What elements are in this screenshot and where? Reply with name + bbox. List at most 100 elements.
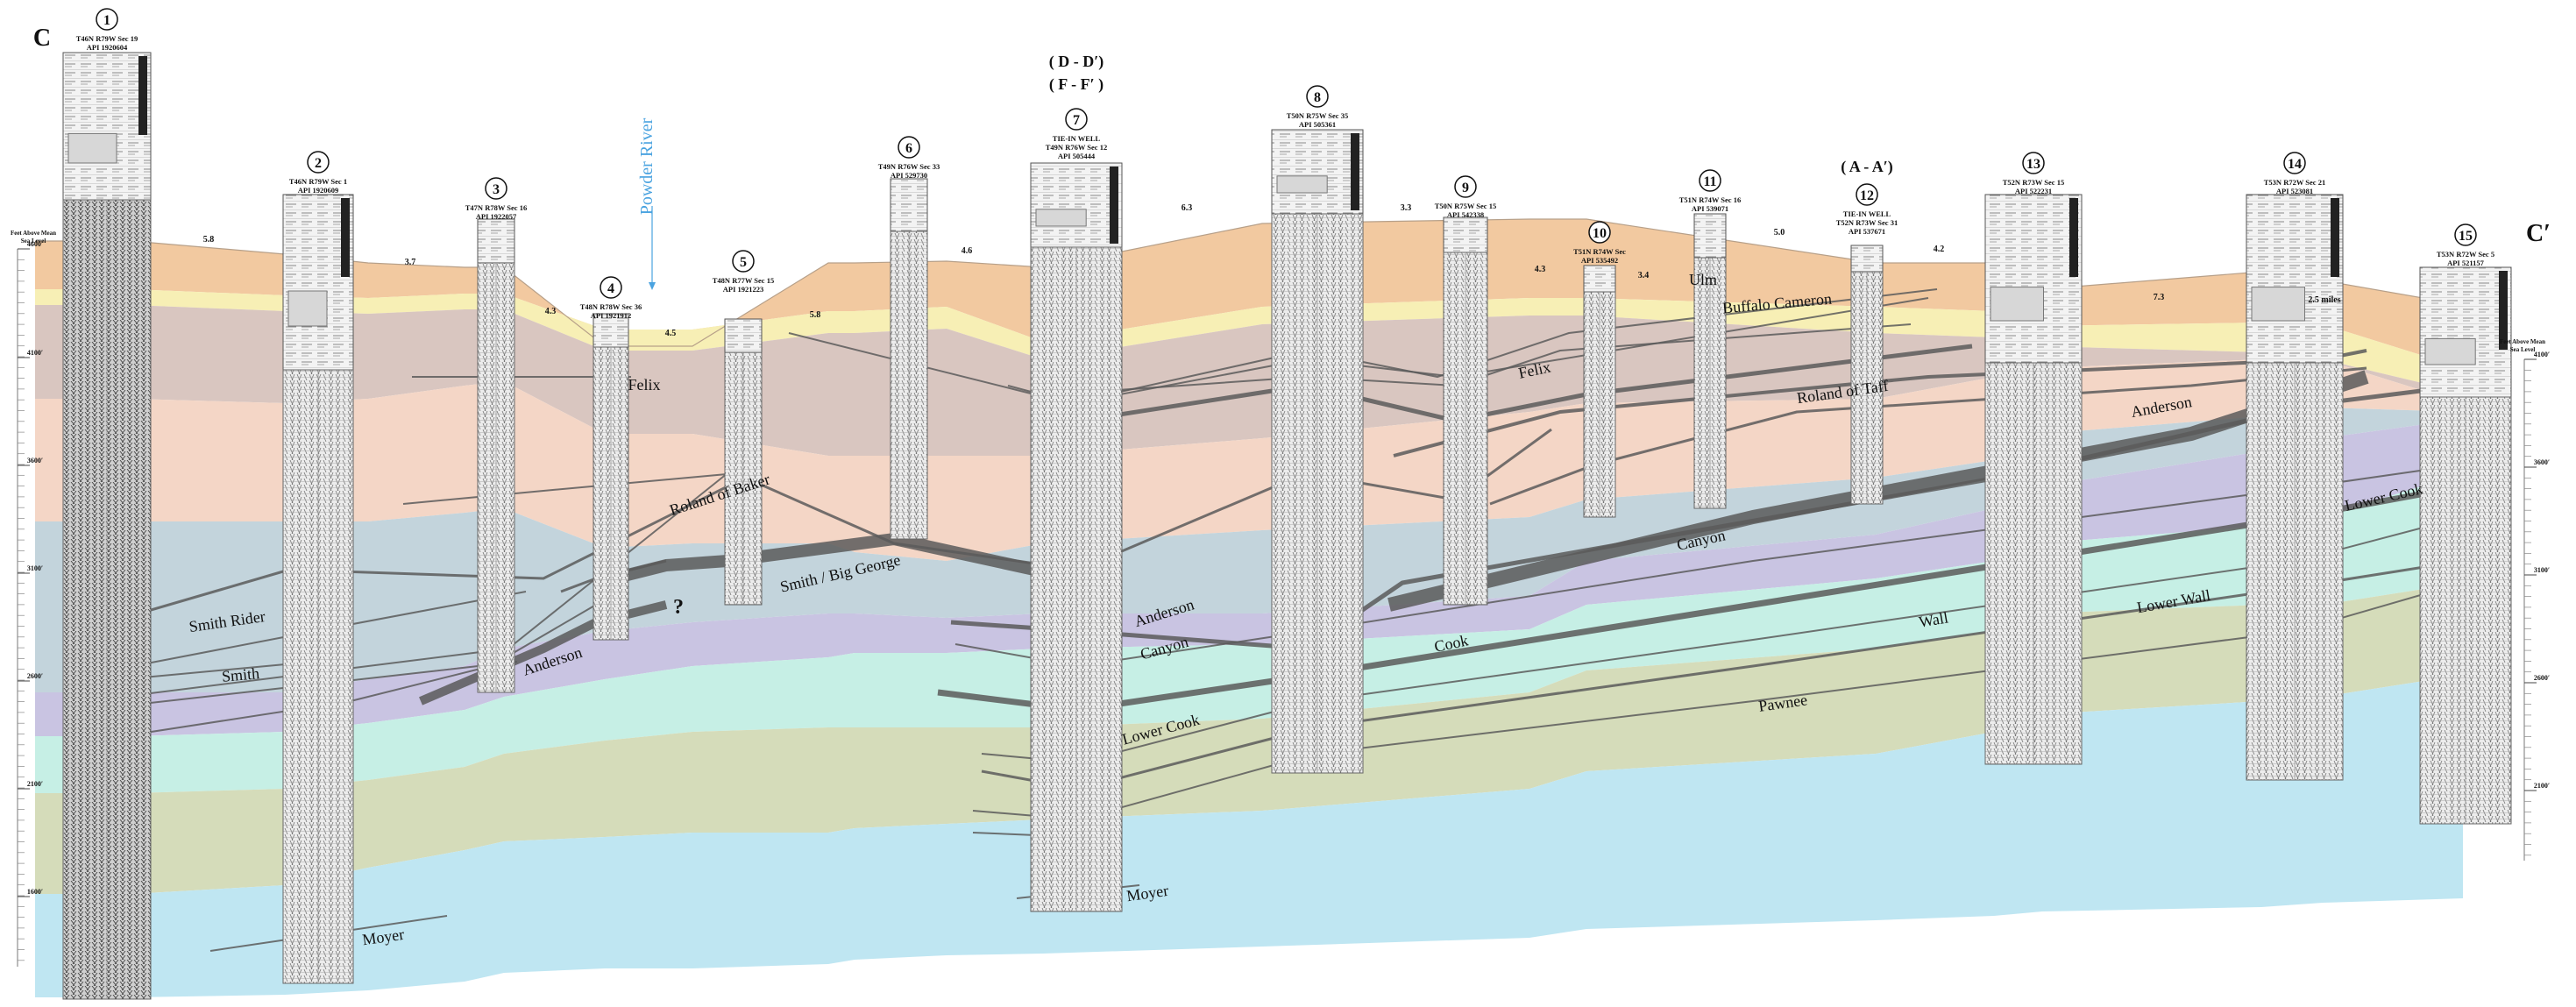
left-depth-scale-title: Feet Above Mean <box>11 230 56 237</box>
well-distance: 3.3 <box>1401 203 1412 213</box>
well-header-block <box>1271 129 1364 215</box>
well-header-table <box>67 132 117 164</box>
well-header-block <box>1850 245 1884 273</box>
well-distance: 4.6 <box>962 246 973 256</box>
well-header-block <box>724 318 763 353</box>
well-header-block <box>1984 194 2083 364</box>
well-api: API 1920609 <box>298 186 339 195</box>
band-band_lavender <box>35 419 2463 736</box>
well-header-strip <box>138 56 147 135</box>
well-header-table <box>1035 209 1087 227</box>
well-distance: 7.3 <box>2154 293 2165 302</box>
well-number: 2 <box>315 156 322 171</box>
well-header-block <box>1030 162 1123 248</box>
coal-seam-label: Ulm <box>1689 271 1717 288</box>
well-number: 6 <box>905 141 912 156</box>
well-number: 1 <box>103 13 110 28</box>
left-depth-scale-tick-label: 2600′ <box>27 672 43 680</box>
well-header-table <box>1990 287 2044 322</box>
powder-river-label: Powder River <box>637 117 656 215</box>
well-location: T53N R72W Sec 5 <box>2437 250 2494 259</box>
section-label-end: C′ <box>2526 220 2551 247</box>
well-location: T46N R79W Sec 19 <box>76 34 138 43</box>
well-api: API 539071 <box>1692 204 1728 213</box>
well-location: T49N R76W Sec 33 <box>878 162 940 171</box>
well-number-circle <box>96 8 118 31</box>
well-number-circle <box>1588 221 1611 244</box>
well-tie-in-label: TIE-IN WELL <box>1843 209 1891 218</box>
coal-seam-2 <box>402 472 737 505</box>
tie-in-section-label: ( F - F′ ) <box>1049 75 1103 94</box>
well-api: API 1921223 <box>723 285 764 294</box>
left-depth-scale-title: Sea Level <box>21 238 46 245</box>
well-number-circle <box>485 177 507 200</box>
right-depth-scale-title: Sea Level <box>2510 346 2536 353</box>
well-header-strip <box>2069 198 2078 277</box>
well-number-circle <box>1454 175 1477 198</box>
right-depth-scale-tick-label: 4100′ <box>2534 351 2550 358</box>
section-label-start: C <box>33 25 51 52</box>
well-api: API 505444 <box>1058 152 1096 160</box>
well-number: 9 <box>1462 181 1469 195</box>
well-number-circle <box>1306 85 1329 108</box>
well-api: API 535492 <box>1581 256 1618 265</box>
band-band_olive <box>35 583 2463 894</box>
well-location: T51N R74W Sec <box>1573 247 1626 256</box>
well-header-block <box>282 194 354 371</box>
well-header-block <box>1443 216 1488 253</box>
left-depth-scale-tick-label: 1600′ <box>27 888 43 896</box>
stratigraphic-bands <box>35 218 2464 997</box>
well-location: T52N R73W Sec 15 <box>2003 178 2064 187</box>
well-distance: 3.4 <box>1638 271 1650 280</box>
coal-seam-label: Smith <box>221 664 260 685</box>
well-number-circle <box>1065 108 1088 131</box>
well-number: 5 <box>740 255 747 270</box>
well-header-block <box>62 52 152 201</box>
well-api: API 537671 <box>1849 227 1885 236</box>
well-number: 4 <box>607 281 614 296</box>
right-depth-scale-tick-label: 2100′ <box>2534 782 2550 790</box>
well-header-block <box>2246 194 2344 364</box>
coal-seam-label: ? <box>673 596 684 619</box>
well-api: API 523081 <box>2276 187 2313 195</box>
well-number: 13 <box>2026 157 2040 172</box>
well-api: API 529730 <box>891 171 927 180</box>
well-location: T52N R73W Sec 31 <box>1836 218 1898 227</box>
well-header-strip <box>2499 271 2508 350</box>
well-number: 8 <box>1314 90 1321 105</box>
coal-seam-label: Felix <box>628 376 660 394</box>
well-number: 15 <box>2459 229 2473 244</box>
well-number-circle <box>2283 152 2306 174</box>
left-depth-scale-tick-label: 4600′ <box>27 240 43 248</box>
well-number: 12 <box>1860 188 1874 203</box>
powder-river-arrow <box>649 282 656 290</box>
well-api: API 521157 <box>2447 259 2485 267</box>
tie-in-section-label: ( A - A′) <box>1841 158 1893 176</box>
well-distance: 5.0 <box>1774 228 1785 238</box>
well-location: T49N R76W Sec 12 <box>1046 143 1107 152</box>
well-tie-in-label: TIE-IN WELL <box>1053 134 1101 143</box>
well-api: API 542338 <box>1447 210 1484 219</box>
well-header-block <box>1693 213 1727 259</box>
well-location: T51N R74W Sec 16 <box>1679 195 1741 204</box>
well-api: API 522231 <box>2015 187 2052 195</box>
well-distance: 4.5 <box>665 329 677 338</box>
well-location: T53N R72W Sec 21 <box>2264 178 2325 187</box>
well-number: 11 <box>1703 174 1716 189</box>
well-number: 7 <box>1073 113 1080 128</box>
well-header-block <box>593 313 629 348</box>
well-number-circle <box>898 136 920 159</box>
well-header-strip <box>341 198 350 277</box>
well-header-block <box>890 178 928 232</box>
